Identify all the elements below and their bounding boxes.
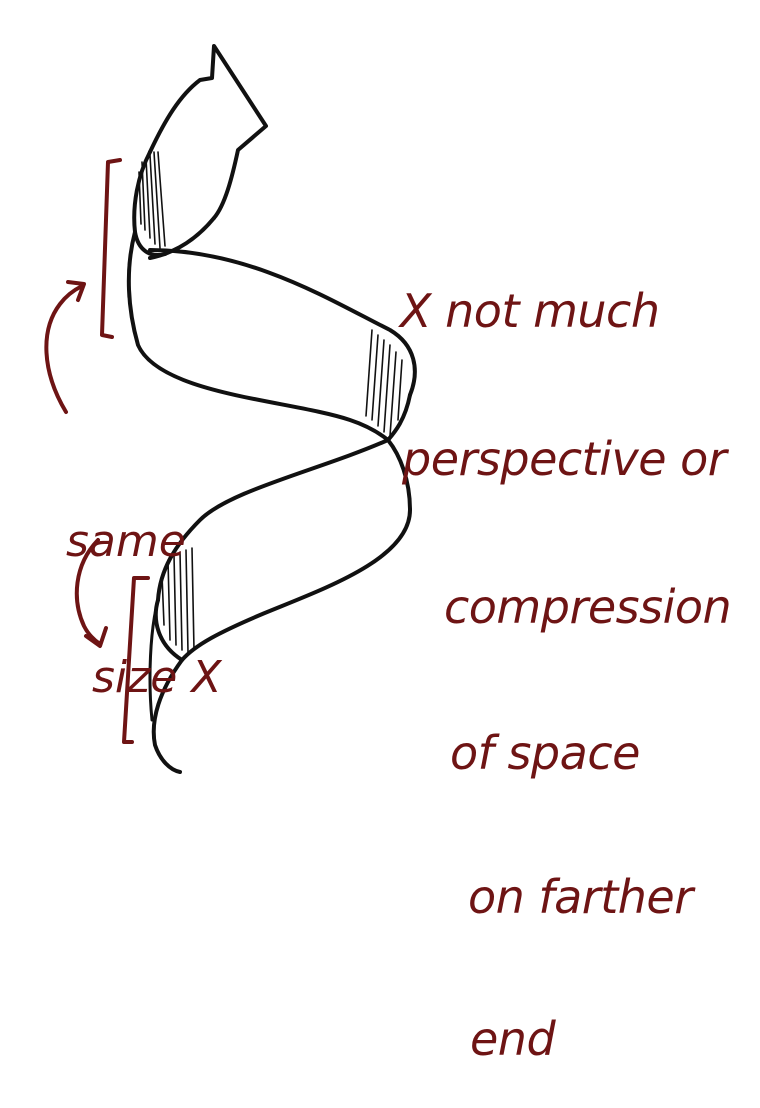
ribbon-bottom-tail-1 [151, 658, 184, 774]
hatching-top [138, 151, 166, 249]
ribbon-band-2-lower [180, 508, 412, 662]
ribbon-drawing [126, 44, 417, 774]
perspective-note-line-4: of space [450, 726, 640, 780]
same-size-note-line-2: size X [92, 656, 221, 700]
arrow-down [74, 538, 102, 646]
arrow-up-head [66, 280, 86, 302]
arrow-up [44, 284, 84, 414]
ribbon-band-2-upper [156, 438, 390, 602]
perspective-note: X not much perspective or compression of… [400, 196, 732, 1108]
perspective-note-line-6: end [470, 1012, 556, 1066]
x-mark-side: X [191, 652, 222, 703]
x-mark: X [400, 284, 432, 338]
ribbon-band-1-lower [126, 230, 390, 442]
perspective-note-line-1: X not much [400, 288, 731, 334]
ribbon-top-inner-edge [148, 216, 216, 260]
ribbon-arrowhead [148, 44, 268, 220]
annotation-marks [44, 158, 150, 744]
bracket-lower [122, 576, 150, 744]
bracket-upper [100, 158, 122, 339]
ribbon-band-1-upper [148, 248, 417, 397]
perspective-note-line-3: compression [444, 580, 732, 634]
twisted-ribbon-sketch [44, 44, 417, 774]
arrow-down-head [84, 626, 108, 648]
ribbon-top-left-edge [132, 150, 167, 257]
ribbon-bottom-tail-2 [148, 598, 160, 722]
perspective-note-text-1: not much [445, 284, 660, 338]
perspective-note-line-2: perspective or [402, 432, 727, 486]
hatching-bottom [161, 547, 195, 653]
same-size-note-text-2: size [92, 652, 178, 703]
perspective-note-line-5: on farther [468, 870, 693, 924]
hatching-right [365, 329, 403, 437]
same-size-note-line-1: same [66, 516, 186, 567]
same-size-note: same size X [62, 432, 221, 744]
